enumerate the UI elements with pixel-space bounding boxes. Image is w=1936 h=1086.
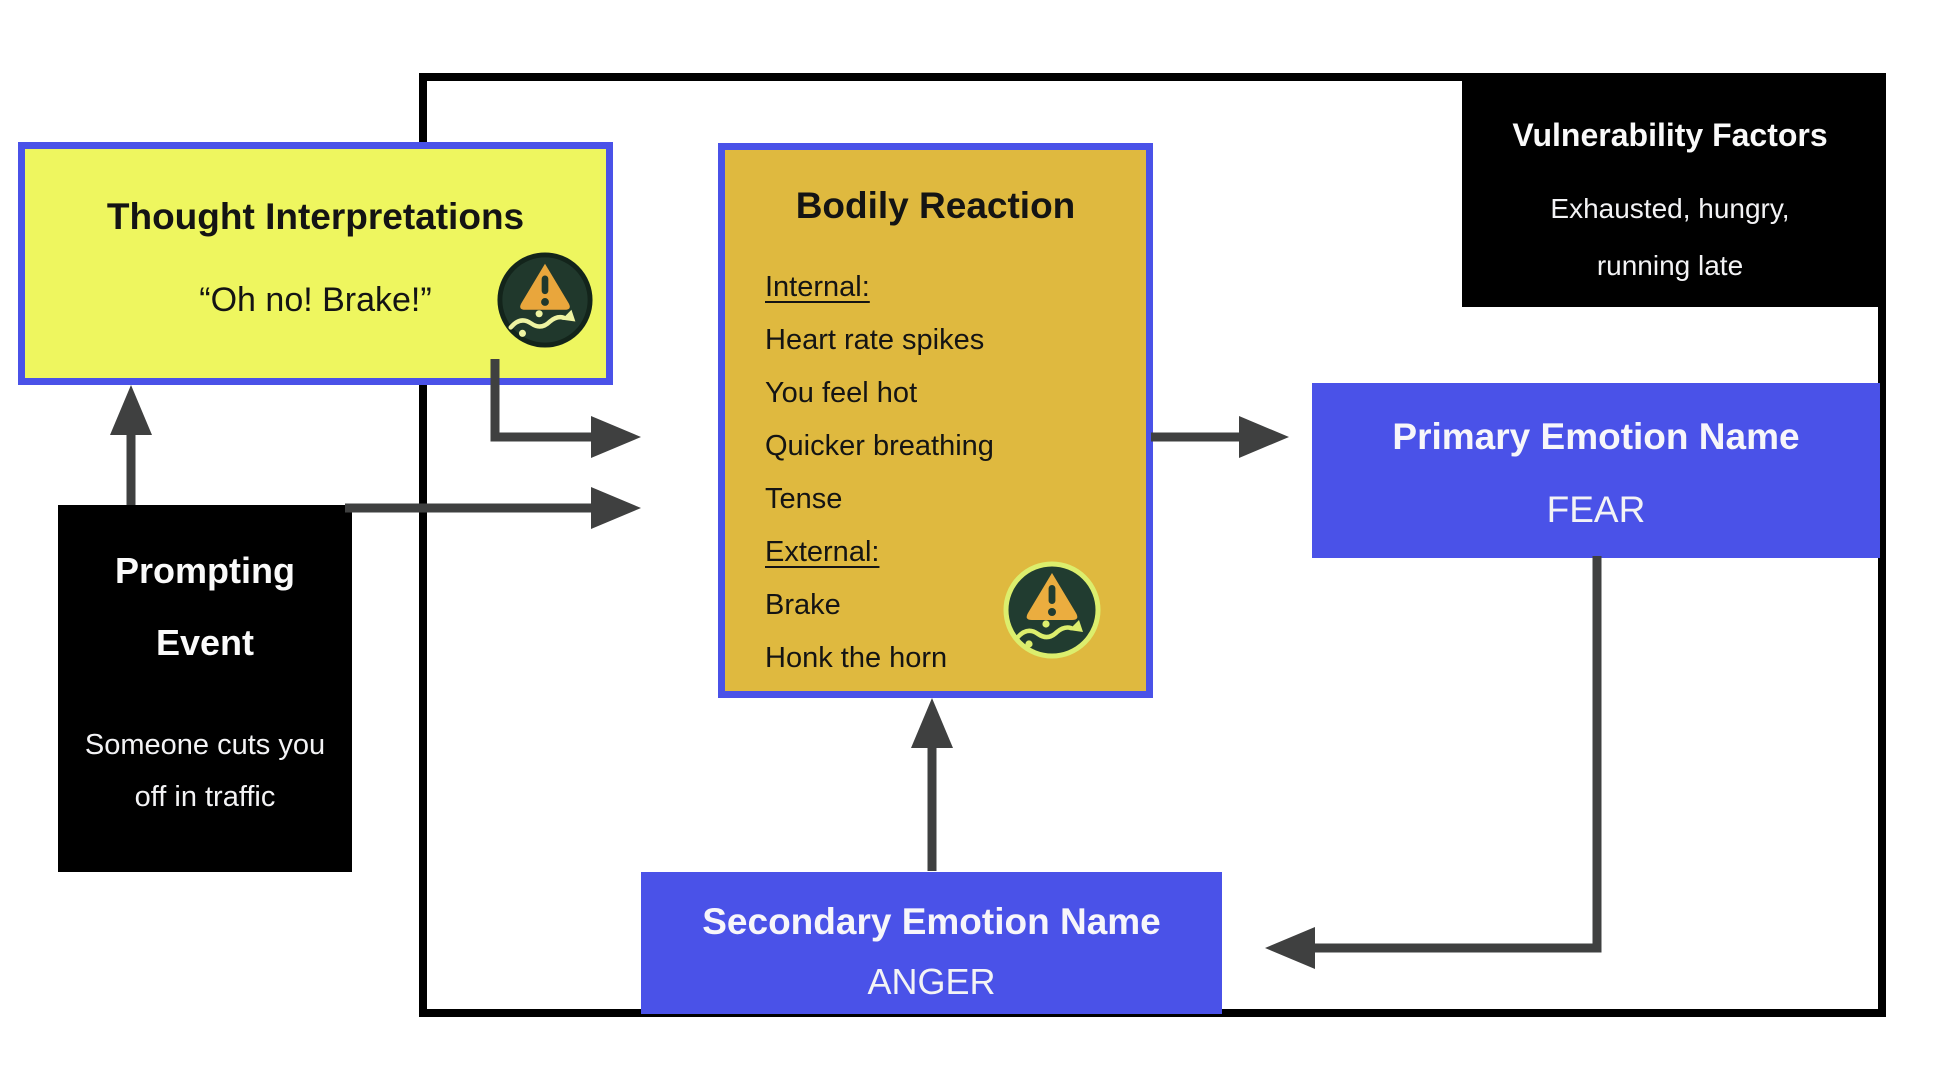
primary-emotion-title: Primary Emotion Name — [1392, 416, 1800, 457]
prompting-event-box: Prompting Event Someone cuts you off in … — [58, 505, 352, 872]
bodily-reaction-title: Bodily Reaction — [795, 185, 1076, 226]
vulnerability-factors-title: Vulnerability Factors — [1512, 117, 1828, 153]
prompting-event-text: Someone cuts you off in traffic — [85, 719, 325, 823]
bodily-reaction-box: Bodily Reaction Internal: Heart rate spi… — [718, 143, 1153, 698]
bodily-internal-label: Internal: — [765, 271, 870, 303]
secondary-emotion-value: ANGER — [867, 961, 996, 1002]
prompting-line-2: off in traffic — [134, 781, 276, 813]
prompting-line-1: Someone cuts you — [84, 729, 326, 761]
thought-interpretations-title: Thought Interpretations — [106, 196, 525, 237]
bodily-line: Tense — [765, 483, 843, 515]
hazard-ahead-icon — [1003, 561, 1101, 659]
bodily-external-label: External: — [765, 536, 880, 568]
bodily-reaction-list: Internal: Heart rate spikes You feel hot… — [725, 261, 994, 685]
vulnerability-line-1: Exhausted, hungry, — [1550, 193, 1790, 224]
hazard-ahead-icon — [497, 252, 593, 348]
thought-interpretations-text: “Oh no! Brake!” — [199, 281, 432, 319]
bodily-line: Heart rate spikes — [765, 324, 985, 356]
primary-emotion-value: FEAR — [1546, 489, 1646, 530]
bodily-line: Brake — [765, 589, 841, 621]
secondary-emotion-box: Secondary Emotion Name ANGER — [641, 872, 1222, 1014]
bodily-line: Quicker breathing — [765, 430, 994, 462]
prompting-event-title: Prompting Event — [115, 535, 295, 679]
vulnerability-factors-text: Exhausted, hungry, running late — [1550, 180, 1789, 294]
bodily-line: Honk the horn — [765, 642, 948, 674]
prompting-title-line-1: Prompting — [115, 550, 295, 591]
vulnerability-factors-box: Vulnerability Factors Exhausted, hungry,… — [1462, 73, 1878, 307]
vulnerability-line-2: running late — [1596, 250, 1744, 281]
bodily-line: You feel hot — [765, 377, 918, 409]
arrow-prompting-to-thought — [110, 385, 152, 505]
prompting-title-line-2: Event — [155, 622, 255, 663]
primary-emotion-box: Primary Emotion Name FEAR — [1312, 383, 1880, 558]
thought-interpretations-box: Thought Interpretations “Oh no! Brake!” — [18, 142, 613, 385]
secondary-emotion-title: Secondary Emotion Name — [702, 901, 1161, 942]
